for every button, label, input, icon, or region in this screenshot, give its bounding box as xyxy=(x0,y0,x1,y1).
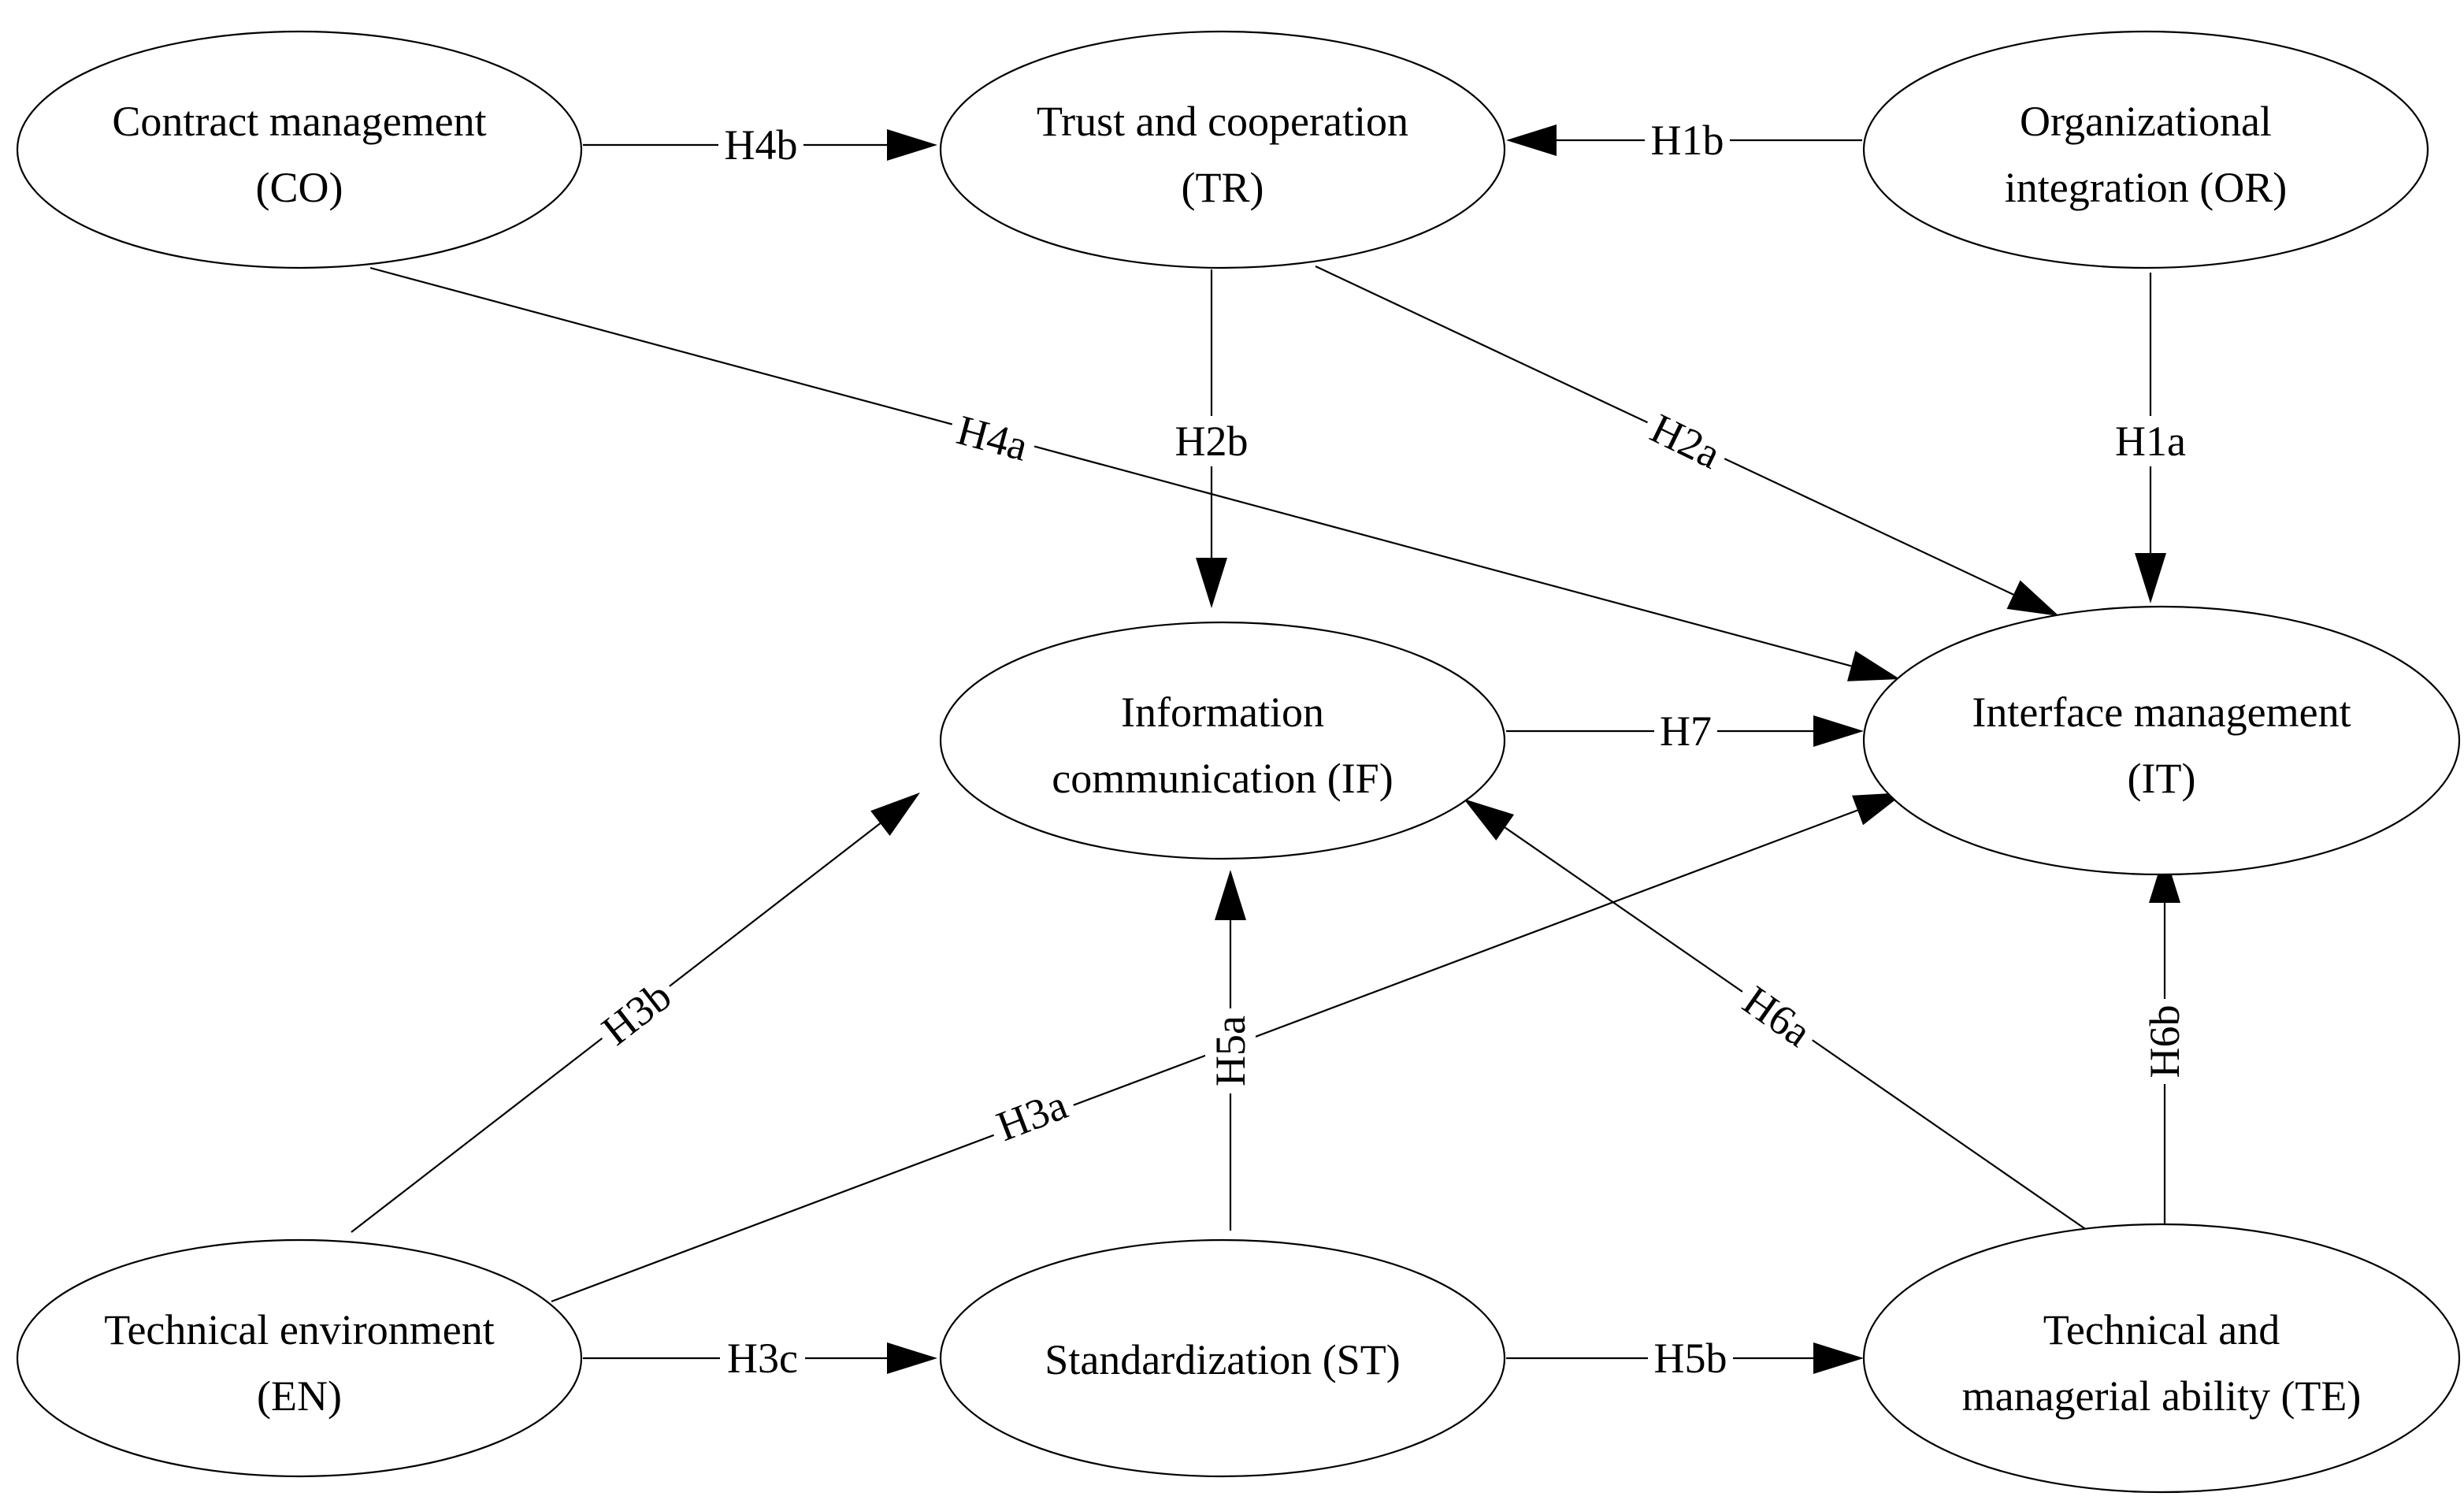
node-ellipse xyxy=(939,30,1506,269)
node-ellipse xyxy=(16,30,583,269)
node-label-line2: (TR) xyxy=(1182,164,1264,211)
node-it: Interface management (IT) xyxy=(1862,605,2461,876)
arrowhead xyxy=(887,129,937,161)
edge-label-bg xyxy=(1654,706,1717,756)
edge-label-bg xyxy=(718,120,803,170)
edge-label: H3c xyxy=(727,1335,798,1382)
edge-h6a: H6a xyxy=(1464,799,2093,1235)
node-ellipse xyxy=(1862,605,2461,876)
arrowhead xyxy=(887,1342,937,1374)
node-label-line2: (EN) xyxy=(257,1372,342,1420)
edge-line xyxy=(369,266,1852,667)
edge-label-bg xyxy=(983,1076,1081,1155)
node-st: Standardization (ST) xyxy=(939,1238,1506,1478)
node-if: Information communication (IF) xyxy=(939,621,1506,860)
arrowhead xyxy=(2006,580,2059,616)
arrowhead xyxy=(2135,553,2166,603)
arrowhead xyxy=(1464,799,1515,841)
node-ellipse xyxy=(939,1238,1506,1478)
edge-label-bg xyxy=(1169,416,1254,466)
arrowhead xyxy=(2149,852,2180,903)
node-ellipse xyxy=(1862,1223,2461,1494)
edge-h4a: H4a xyxy=(369,266,1900,681)
edge-label-bg xyxy=(1727,971,1827,1062)
edge-label: H4b xyxy=(725,121,798,169)
node-en: Technical environment (EN) xyxy=(16,1238,583,1478)
node-label-line1: Technical and xyxy=(2043,1306,2280,1353)
node-label-line1: Trust and cooperation xyxy=(1037,98,1408,145)
edge-h7: H7 xyxy=(1506,706,1864,756)
edge-label: H6b xyxy=(2141,1005,2188,1079)
node-label-line2: (CO) xyxy=(256,164,343,211)
node-label-line2: communication (IF) xyxy=(1052,755,1393,802)
edge-label-bg xyxy=(1205,1008,1256,1093)
node-ellipse xyxy=(16,1238,583,1478)
arrowhead xyxy=(1196,558,1227,608)
edge-h2b: H2b xyxy=(1169,269,1254,608)
edge-h6b: H6b xyxy=(2139,852,2190,1231)
edge-h5b: H5b xyxy=(1506,1333,1864,1383)
edge-label: H5b xyxy=(1654,1335,1727,1382)
edge-h3c: H3c xyxy=(583,1333,937,1383)
edge-label-bg xyxy=(720,1333,805,1383)
edge-line xyxy=(551,809,1858,1303)
edge-label-bg xyxy=(1636,399,1735,483)
edge-h1a: H1a xyxy=(2108,273,2193,603)
arrowhead xyxy=(1847,651,1900,681)
edge-label-bg xyxy=(1645,115,1730,165)
edge-label-bg xyxy=(2108,416,2193,466)
node-label-line1: Organizational xyxy=(2020,98,2272,145)
node-label-line2: managerial ability (TE) xyxy=(1962,1372,2362,1420)
edge-h5a: H5a xyxy=(1205,870,1256,1231)
node-tr: Trust and cooperation (TR) xyxy=(939,30,1506,269)
node-label-line1: Standardization (ST) xyxy=(1045,1336,1400,1383)
edge-h2a: H2a xyxy=(1315,265,2059,616)
node-label-line1: Contract management xyxy=(112,98,486,145)
arrowhead xyxy=(1852,793,1905,826)
arrowhead xyxy=(1506,124,1557,156)
edge-label: H5a xyxy=(1207,1015,1254,1086)
node-label-line1: Technical environment xyxy=(104,1306,495,1353)
node-label-line2: (IT) xyxy=(2128,755,2196,802)
edge-label: H4a xyxy=(952,406,1033,470)
node-ellipse xyxy=(939,621,1506,860)
node-label-line2: integration (OR) xyxy=(2005,164,2287,211)
edge-label-bg xyxy=(944,403,1041,473)
edge-h3b: H3b xyxy=(351,793,920,1233)
edge-label: H1b xyxy=(1651,117,1724,164)
node-co: Contract management (CO) xyxy=(16,30,583,269)
arrowhead xyxy=(870,793,920,836)
edge-label: H2b xyxy=(1175,418,1249,465)
arrowhead xyxy=(1813,1342,1864,1374)
edge-label-bg xyxy=(1648,1333,1733,1383)
node-te: Technical and managerial ability (TE) xyxy=(1862,1223,2461,1494)
edge-label-bg xyxy=(2139,999,2190,1084)
node-label-line1: Information xyxy=(1121,689,1324,736)
edge-label-bg xyxy=(587,967,686,1060)
edge-label: H1a xyxy=(2115,418,2186,465)
edge-label: H7 xyxy=(1660,707,1712,755)
edge-h1b: H1b xyxy=(1506,115,1862,165)
edge-h4b: H4b xyxy=(583,120,937,170)
node-or: Organizational integration (OR) xyxy=(1862,30,2429,269)
arrowhead xyxy=(1813,715,1864,747)
node-label-line1: Interface management xyxy=(1972,689,2351,736)
node-ellipse xyxy=(1862,30,2429,269)
arrowhead xyxy=(1215,870,1246,920)
